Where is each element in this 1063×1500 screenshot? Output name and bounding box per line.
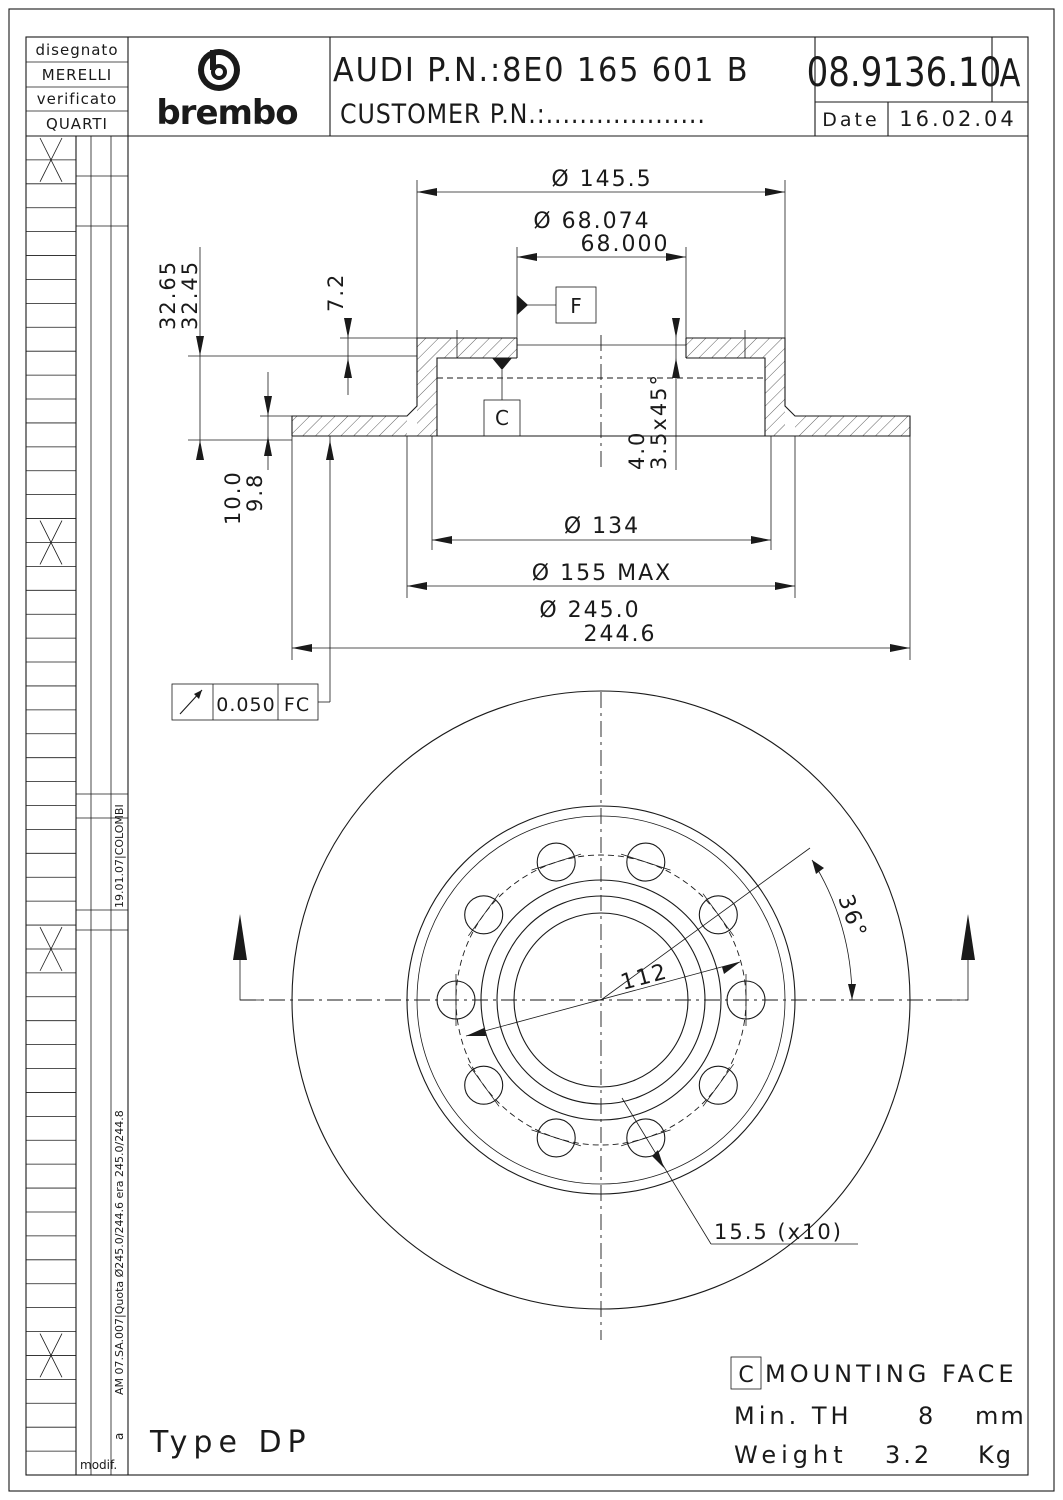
dim-height-min: 32.45	[178, 260, 202, 330]
rev-note-2: AM 07.SA.007|Quota Ø245.0/244.6 era 245.…	[113, 1110, 126, 1395]
dim-hat-max-text: Ø 155 MAX	[532, 561, 672, 586]
drawn-label: disegnato	[35, 41, 118, 59]
date-value: 16.02.04	[899, 107, 1017, 131]
dim-inner-text: Ø 134	[564, 514, 640, 539]
dim-thick-min: 9.8	[243, 473, 267, 512]
modif-label: modif.	[80, 1458, 117, 1472]
type-label: Type DP	[149, 1425, 312, 1460]
rev-letter: a	[112, 1433, 126, 1440]
runout-datums: FC	[284, 694, 310, 716]
revision-letter: A	[1000, 52, 1021, 96]
dim-disc-diameter: Ø 245.0 244.6	[291, 436, 911, 660]
min-th-unit: mm	[975, 1402, 1026, 1430]
dim-hat-max: Ø 155 MAX	[406, 436, 796, 598]
dim-chamfer-2: 3.5x45°	[647, 373, 671, 470]
checked-label: verificato	[37, 90, 117, 108]
notes: C MOUNTING FACE Min. TH 8 mm Weight 3.2 …	[149, 1356, 1026, 1469]
bolt-hole-centerline	[620, 1129, 671, 1147]
section-hatching	[292, 338, 910, 436]
dim-disc-max: Ø 245.0	[539, 598, 640, 623]
dim-inner: Ø 134	[431, 436, 772, 550]
dim-chamfer: 4.0 3.5x45°	[625, 318, 680, 470]
dim-holes-text: 15.5 (x10)	[714, 1220, 843, 1244]
dim-disc-min: 244.6	[584, 622, 657, 647]
cross-mark-icon	[39, 926, 63, 972]
bolt-hole	[464, 895, 504, 935]
bolt-hole	[464, 1065, 504, 1105]
bolt-hole	[626, 1118, 666, 1158]
dim-hat-outer-text: Ø 145.5	[551, 167, 652, 192]
dim-bore-min: 68.000	[581, 232, 670, 257]
dim-hat-top-text: 7.2	[324, 273, 348, 312]
cross-mark-icon	[39, 520, 63, 565]
bolt-hole-centerline	[468, 1063, 500, 1107]
bolt-holes	[436, 842, 766, 1158]
dim-pcd: 112	[465, 959, 741, 1037]
bolt-hole	[536, 1118, 576, 1158]
datum-f-label: F	[570, 294, 582, 318]
bolt-hole	[698, 1065, 738, 1105]
dim-hat-top: 7.2	[324, 273, 417, 395]
dim-hat-outer: Ø 145.5	[416, 167, 786, 338]
bolt-hole	[626, 842, 666, 882]
dim-thick-max: 10.0	[221, 470, 245, 525]
datum-c: C	[483, 358, 521, 437]
section-arrow-right-icon	[946, 914, 975, 1001]
customer-part-number: CUSTOMER P.N.:...................	[340, 98, 706, 130]
brembo-logo-icon	[198, 49, 240, 91]
drawn-by: MERELLI	[42, 66, 112, 84]
dim-chamfer-1: 4.0	[625, 431, 649, 470]
checked-by: QUARTI	[46, 115, 108, 133]
dim-bore-max: Ø 68.074	[533, 209, 650, 234]
bolt-hole-centerline	[468, 893, 500, 937]
min-th-value: 8	[918, 1402, 933, 1430]
datum-f: F	[517, 286, 597, 324]
brand-wordmark: brembo	[156, 93, 297, 133]
runout-symbol-icon	[179, 689, 203, 715]
datum-c-label: C	[495, 406, 509, 430]
section-view: Ø 145.5 Ø 68.074 68.000 F C	[156, 167, 911, 721]
revision-strip: 19.01.07|COLOMBI AM 07.SA.007|Quota Ø245…	[26, 136, 129, 1475]
bolt-hole	[536, 842, 576, 882]
rev-note-1: 19.01.07|COLOMBI	[113, 804, 126, 908]
weight-value: 3.2	[885, 1441, 932, 1469]
bolt-hole-centerline	[702, 1063, 734, 1107]
dim-holes: 15.5 (x10)	[621, 1097, 858, 1245]
dim-overall-height: 32.65 32.45	[156, 247, 417, 460]
weight-label: Weight	[734, 1441, 848, 1469]
min-th-label: Min. TH	[734, 1402, 853, 1430]
cross-mark-icon	[39, 137, 63, 183]
cross-mark-icon	[39, 1333, 63, 1378]
mounting-face-text: MOUNTING FACE	[765, 1360, 1018, 1388]
title-block: disegnato MERELLI verificato QUARTI brem…	[26, 37, 1028, 137]
mounting-box-label: C	[738, 1363, 753, 1388]
date-label: Date	[822, 109, 879, 131]
dim-center-bore: Ø 68.074 68.000	[516, 209, 687, 338]
bolt-hole-centerline	[531, 853, 582, 871]
weight-unit: Kg	[978, 1441, 1013, 1469]
section-arrow-left-icon	[233, 914, 262, 1001]
bolt-hole	[698, 895, 738, 935]
dim-disc-thickness: 10.0 9.8	[221, 372, 292, 525]
drawing-frame	[8, 8, 1055, 1492]
runout-value: 0.050	[216, 694, 275, 716]
oem-part-number: AUDI P.N.:8E0 165 601 B	[333, 52, 749, 89]
dim-angle-text: 36°	[832, 892, 871, 943]
runout-tolerance: 0.050 FC	[171, 436, 334, 721]
dim-height-max: 32.65	[156, 260, 180, 330]
bolt-hole-centerline	[531, 1129, 582, 1147]
front-view: 112 36° 15.5 (x10)	[233, 690, 975, 1340]
dim-pcd-text: 112	[618, 959, 671, 996]
brembo-part-number: 08.9136.10	[807, 49, 1002, 95]
bolt-hole-centerline	[620, 853, 671, 871]
